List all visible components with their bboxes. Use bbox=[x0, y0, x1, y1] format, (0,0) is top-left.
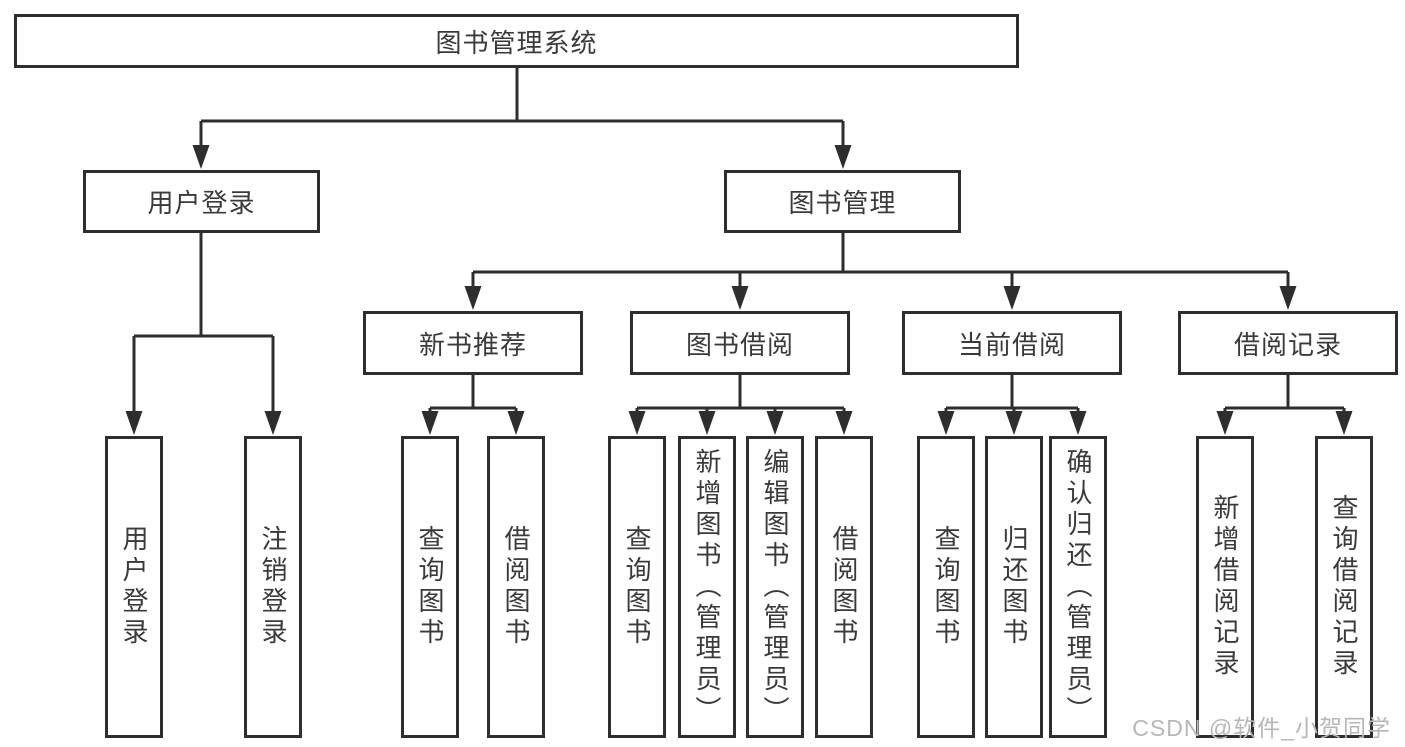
arrow-down-icon bbox=[421, 411, 439, 435]
arrow-down-icon bbox=[125, 411, 143, 435]
node-borrow-records: 借阅记录 bbox=[1178, 311, 1398, 375]
node-leaf-add-books-admin: 新增图书（管理员） bbox=[678, 436, 736, 738]
node-user-login: 用户登录 bbox=[83, 170, 320, 233]
arrow-down-icon bbox=[834, 145, 852, 169]
arrow-down-icon bbox=[1005, 411, 1023, 435]
node-current-borrow: 当前借阅 bbox=[902, 311, 1122, 375]
arrow-down-icon bbox=[464, 286, 482, 310]
node-leaf-query-books: 查询图书 bbox=[917, 436, 975, 738]
node-leaf-query-borrow-record: 查询借阅记录 bbox=[1315, 436, 1373, 738]
arrow-down-icon bbox=[1069, 411, 1087, 435]
node-leaf-query-books: 查询图书 bbox=[401, 436, 459, 738]
arrow-down-icon bbox=[1279, 286, 1297, 310]
node-leaf-add-borrow-record: 新增借阅记录 bbox=[1196, 436, 1254, 738]
arrow-down-icon bbox=[1335, 411, 1353, 435]
arrow-down-icon bbox=[507, 411, 525, 435]
node-book-borrow: 图书借阅 bbox=[630, 311, 850, 375]
node-leaf-confirm-return-admin: 确认归还（管理员） bbox=[1049, 436, 1107, 738]
csdn-watermark: CSDN @软件_小贺同学 bbox=[1132, 715, 1391, 741]
arrow-down-icon bbox=[264, 411, 282, 435]
node-leaf-borrow-books: 借阅图书 bbox=[815, 436, 873, 738]
arrow-down-icon bbox=[766, 411, 784, 435]
node-leaf-query-books: 查询图书 bbox=[608, 436, 666, 738]
node-leaf-user-login: 用户登录 bbox=[105, 436, 163, 738]
node-leaf-return-books: 归还图书 bbox=[985, 436, 1043, 738]
arrow-down-icon bbox=[192, 145, 210, 169]
node-book-management: 图书管理 bbox=[724, 170, 961, 233]
arrow-down-icon bbox=[835, 411, 853, 435]
node-new-book-recommend: 新书推荐 bbox=[363, 311, 583, 375]
arrow-down-icon bbox=[937, 411, 955, 435]
arrow-down-icon bbox=[1216, 411, 1234, 435]
arrow-down-icon bbox=[698, 411, 716, 435]
node-leaf-logout: 注销登录 bbox=[244, 436, 302, 738]
node-leaf-edit-books-admin: 编辑图书（管理员） bbox=[746, 436, 804, 738]
node-root-library-system: 图书管理系统 bbox=[14, 14, 1019, 68]
arrow-down-icon bbox=[731, 286, 749, 310]
arrow-down-icon bbox=[628, 411, 646, 435]
arrow-down-icon bbox=[1003, 286, 1021, 310]
node-leaf-borrow-books: 借阅图书 bbox=[487, 436, 545, 738]
